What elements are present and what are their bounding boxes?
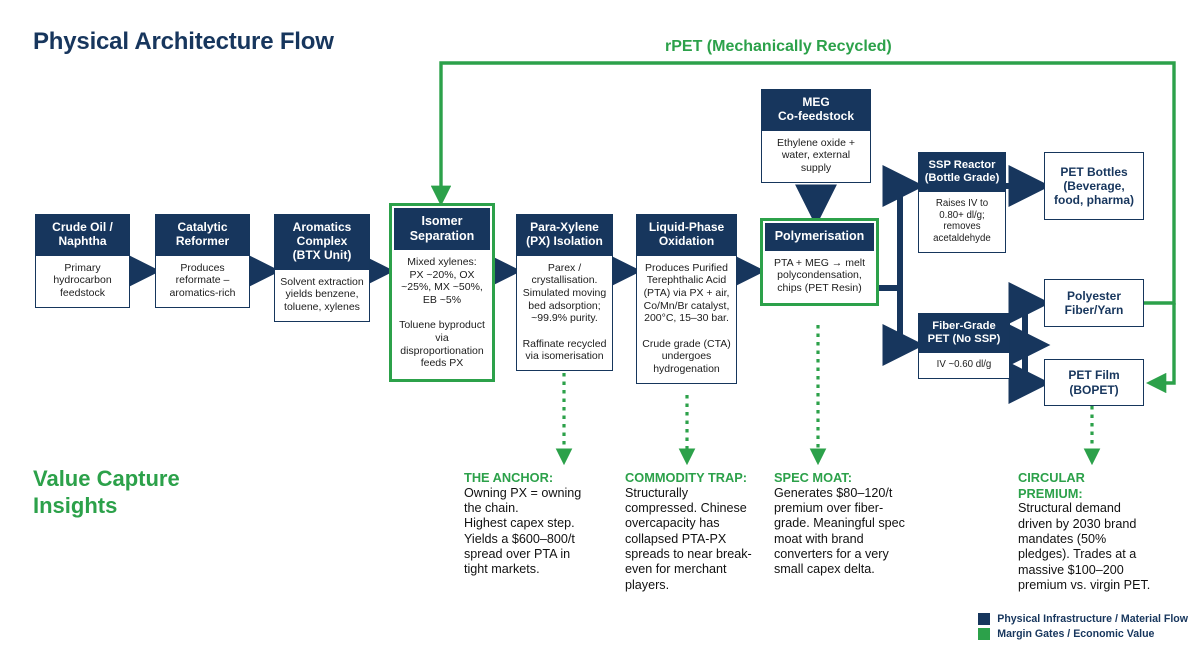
node-title: SSP Reactor (Bottle Grade) <box>919 153 1005 192</box>
node-title: Crude Oil / Naphtha <box>36 215 129 256</box>
insight-title: CIRCULAR PREMIUM: <box>1018 470 1085 501</box>
node-liquid-phase-oxidation[interactable]: Liquid-Phase Oxidation Produces Purified… <box>636 214 737 384</box>
node-title: Para-Xylene (PX) Isolation <box>517 215 612 256</box>
insight-text: Structurally compressed. Chinese overcap… <box>625 485 752 592</box>
node-body-1: Mixed xylenes: PX ~20%, OX ~25%, MX ~50%… <box>401 256 483 306</box>
legend-label: Margin Gates / Economic Value <box>997 628 1155 640</box>
value-capture-insights-title: Value Capture Insights <box>33 466 180 519</box>
insight-circular-premium: CIRCULAR PREMIUM: Structural demand driv… <box>1018 470 1151 593</box>
node-catalytic-reformer[interactable]: Catalytic Reformer Produces reformate – … <box>155 214 250 308</box>
node-polymerisation[interactable]: Polymerisation PTA + MEG → melt polycond… <box>760 218 879 307</box>
insight-text: Structural demand driven by 2030 brand m… <box>1018 501 1151 593</box>
page-title: Physical Architecture Flow <box>33 28 334 55</box>
legend-item-margin-gates: Margin Gates / Economic Value <box>978 628 1188 640</box>
node-body-1: Parex / crystallisation. Simulated movin… <box>522 261 607 325</box>
node-pet-bottles[interactable]: PET Bottles (Beverage, food, pharma) <box>1044 152 1144 220</box>
node-title: MEG Co-feedstock <box>762 90 870 131</box>
node-title: Isomer Separation <box>394 208 490 250</box>
node-para-xylene-isolation[interactable]: Para-Xylene (PX) Isolation Parex / cryst… <box>516 214 613 371</box>
legend-label: Physical Infrastructure / Material Flow <box>997 613 1188 625</box>
node-body: IV ~0.60 dl/g <box>936 358 992 370</box>
node-polyester-fiber-yarn[interactable]: Polyester Fiber/Yarn <box>1044 279 1144 327</box>
node-body: Solvent extraction yields benzene, tolue… <box>280 275 364 313</box>
node-title: Fiber-Grade PET (No SSP) <box>919 314 1009 353</box>
node-body-2: Raffinate recycled via isomerisation <box>522 337 607 363</box>
insight-commodity-trap: COMMODITY TRAP: Structurally compressed.… <box>625 470 753 593</box>
node-fiber-grade-pet-no-ssp[interactable]: Fiber-Grade PET (No SSP) IV ~0.60 dl/g <box>918 313 1010 379</box>
node-ssp-reactor-bottle-grade[interactable]: SSP Reactor (Bottle Grade) Raises IV to … <box>918 152 1006 253</box>
node-body: Primary hydrocarbon feedstock <box>53 261 112 299</box>
node-body-2: Crude grade (CTA) undergoes hydrogenatio… <box>642 337 731 375</box>
rpet-recycle-label: rPET (Mechanically Recycled) <box>665 38 892 55</box>
node-title: Liquid-Phase Oxidation <box>637 215 736 256</box>
insight-the-anchor: THE ANCHOR: Owning PX = owning the chain… <box>464 470 589 578</box>
node-crude-oil-naphtha[interactable]: Crude Oil / Naphtha Primary hydrocarbon … <box>35 214 130 308</box>
node-body-2: Toluene byproduct via disproportionation… <box>399 319 485 370</box>
node-pet-film-bopet[interactable]: PET Film (BOPET) <box>1044 359 1144 406</box>
node-body: Raises IV to 0.80+ dl/g; removes acetald… <box>933 197 991 244</box>
insight-spec-moat: SPEC MOAT: Generates $80–120/t premium o… <box>774 470 906 578</box>
node-title: Polymerisation <box>765 223 874 251</box>
node-meg-cofeedstock[interactable]: MEG Co-feedstock Ethylene oxide + water,… <box>761 89 871 183</box>
node-body-1: Produces Purified Terephthalic Acid (PTA… <box>643 261 730 325</box>
legend: Physical Infrastructure / Material Flow … <box>978 610 1188 640</box>
insight-title: THE ANCHOR: <box>464 470 554 485</box>
legend-swatch-navy-icon <box>978 613 991 625</box>
node-body: PTA + MEG → melt polycondensation, chips… <box>773 256 866 294</box>
insight-title: COMMODITY TRAP: <box>625 470 748 485</box>
node-aromatics-complex-btx[interactable]: Aromatics Complex (BTX Unit) Solvent ext… <box>274 214 370 322</box>
insight-text: Generates $80–120/t premium over fiber-g… <box>774 485 905 577</box>
node-title: Catalytic Reformer <box>156 215 249 256</box>
node-body: Produces reformate – aromatics-rich <box>169 261 236 299</box>
insight-title: SPEC MOAT: <box>774 470 852 485</box>
node-body: Ethylene oxide + water, external supply <box>777 136 855 174</box>
node-isomer-separation[interactable]: Isomer Separation Mixed xylenes: PX ~20%… <box>389 203 495 382</box>
insight-text: Owning PX = owning the chain. Highest ca… <box>464 485 582 577</box>
legend-swatch-green-icon <box>978 628 991 640</box>
legend-item-physical-infrastructure: Physical Infrastructure / Material Flow <box>978 613 1188 625</box>
node-title: Aromatics Complex (BTX Unit) <box>275 215 369 270</box>
